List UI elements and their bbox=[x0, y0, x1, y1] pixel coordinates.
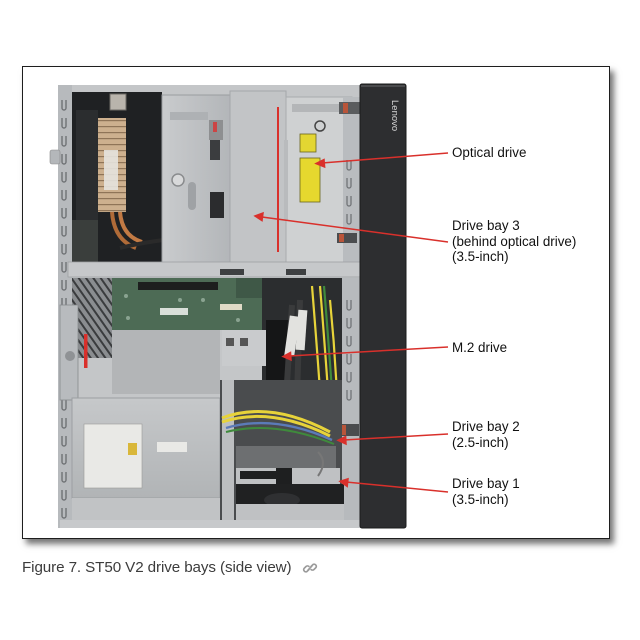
rear-marker bbox=[84, 334, 88, 368]
callout-line: M.2 drive bbox=[452, 340, 508, 355]
lenovo-logo: Lenovo bbox=[389, 100, 400, 131]
callout-line: Optical drive bbox=[452, 145, 527, 160]
callout-line: Drive bay 3 bbox=[452, 218, 520, 233]
front-bezel bbox=[359, 83, 407, 529]
callout-line: (3.5-inch) bbox=[452, 249, 509, 264]
figure-caption: Figure 7. ST50 V2 drive bays (side view) bbox=[22, 559, 292, 576]
figure-caption-row: Figure 7. ST50 V2 drive bays (side view) bbox=[22, 559, 318, 576]
callout-drive-bay-2: Drive bay 2 (2.5-inch) bbox=[452, 419, 520, 450]
link-icon[interactable] bbox=[302, 560, 318, 576]
callout-line: Drive bay 1 bbox=[452, 476, 520, 491]
callout-line: (3.5-inch) bbox=[452, 491, 509, 507]
callout-line: (2.5-inch) bbox=[452, 434, 509, 450]
callout-optical-drive: Optical drive bbox=[452, 145, 526, 161]
callout-line: (behind optical drive) bbox=[452, 233, 577, 249]
divider-shelf bbox=[67, 261, 362, 278]
callout-drive-bay-3: Drive bay 3 (behind optical drive) (3.5-… bbox=[452, 218, 576, 265]
callout-m2-drive: M.2 drive bbox=[452, 340, 507, 356]
callout-line: Drive bay 2 bbox=[452, 419, 520, 434]
callout-drive-bay-1: Drive bay 1 (3.5-inch) bbox=[452, 476, 520, 507]
